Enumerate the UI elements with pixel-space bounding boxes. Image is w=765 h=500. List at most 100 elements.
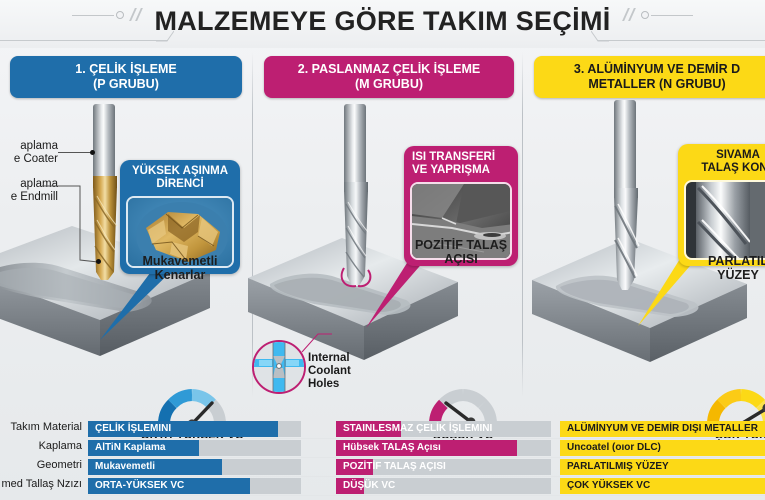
tab-line-1: 3. ALÜMİNYUM VE DEMİR D xyxy=(573,62,741,76)
circle-icon xyxy=(116,11,124,19)
leader-line-1: aplama xyxy=(20,140,58,152)
comparison-table-rows: Takım Material ÇELİK İŞLEMINI STAINLESMAZ … xyxy=(0,420,765,496)
leader-line-coater xyxy=(58,152,92,153)
table-cell-track: STAINLESMAZ ÇELİK İŞLEMINI xyxy=(336,421,551,437)
callout-title: ISI TRANSFERİ VE YAPRIŞMA xyxy=(404,146,518,182)
coolant-holes-circle xyxy=(252,340,306,394)
leader-line-2: e Endmill xyxy=(10,191,58,203)
table-cell-bar xyxy=(336,421,401,437)
table-row-label: Geometri xyxy=(36,459,82,471)
callout-title-line-2: TALAŞ KONT xyxy=(701,162,765,174)
header-bevel-left-icon xyxy=(156,30,174,42)
table-cell-bar xyxy=(88,421,278,437)
callout-title-line-1: YÜKSEK AŞINMA xyxy=(131,165,229,177)
table-cell-label: STAINLESMAZ ÇELİK İŞLEMINI xyxy=(343,423,493,434)
callout-sublabel-strong-edges: Mukavemetli Kenarlar xyxy=(120,254,240,282)
leader-line-endmill xyxy=(42,185,99,263)
callout-image-chip-adhesion xyxy=(410,182,512,260)
tool-flutes-steel xyxy=(93,176,118,280)
panel-tab-stainless[interactable]: 2. PASLANMAZ ÇELİK İŞLEME (M GRUBU) xyxy=(264,56,514,98)
table-row: Takım Material ÇELİK İŞLEMINI STAINLESMAZ … xyxy=(0,420,765,439)
table-cell-label: POZİTİF TALAŞ AÇISI xyxy=(343,461,446,472)
leader-dot-endmill xyxy=(96,259,101,264)
panel-aluminium: 3. ALÜMİNYUM VE DEMİR D METALLER (N GRUB… xyxy=(526,48,765,442)
table-row-separator xyxy=(88,476,765,477)
leader-label-coating-coater: aplama e Coater xyxy=(0,140,58,166)
coolant-label-line-2: Coolant xyxy=(308,365,351,377)
table-row-label: Takım Material xyxy=(10,421,82,433)
coolant-leader-line xyxy=(301,333,332,353)
table-cell-bar xyxy=(560,478,765,494)
table-cell-track: ALÜMİNYUM VE DEMİR DIŞI METALLER xyxy=(560,421,765,437)
coolant-label-line-1: Internal xyxy=(308,352,350,364)
sublabel-line-1: PARLATIL xyxy=(708,254,765,268)
panel-tab-steel[interactable]: 1. ÇELİK İŞLEME (P GRUBU) xyxy=(10,56,242,98)
table-cell-bar xyxy=(336,459,373,475)
table-cell-label: AlTiN Kaplama xyxy=(95,442,166,453)
table-cell-bar xyxy=(560,459,765,475)
table-cell-label: ORTA-YÜKSEK VC xyxy=(95,480,185,491)
panel-steel: 1. ÇELİK İŞLEME (P GRUBU) xyxy=(0,48,252,442)
table-row-separator xyxy=(88,457,765,458)
callout-title-line-1: SIVAMA xyxy=(716,149,760,161)
panel-tab-aluminium[interactable]: 3. ALÜMİNYUM VE DEMİR D METALLER (N GRUB… xyxy=(534,56,765,98)
callout-sublabel-positive-rake: POZİTİF TALAŞ AÇISI xyxy=(404,238,518,266)
header: MALZEMEYE GÖRE TAKIM SEÇİMİ xyxy=(0,0,765,48)
sublabel-line-1: POZİTİF TALAŞ xyxy=(414,238,508,252)
tool-shank-aluminium xyxy=(614,100,636,192)
table-cell-track: DÜŞÜK VC xyxy=(336,478,551,494)
tool-flutes-aluminium xyxy=(614,188,640,290)
table-cell-label: ALÜMİNYUM VE DEMİR DIŞI METALLER xyxy=(567,423,758,434)
sublabel-line-2: AÇISI xyxy=(444,252,478,266)
tab-line-2: METALLER (N GRUBU) xyxy=(588,77,726,91)
callout-title: YÜKSEK AŞINMA DİRENCİ xyxy=(120,160,240,196)
decoration-line xyxy=(72,15,114,16)
table-row: Kaplama AlTiN Kaplama Hübsek TALAŞ Açısı Un… xyxy=(0,439,765,458)
callout-title: SIVAMA TALAŞ KONT xyxy=(678,144,765,180)
comparison-table-header: TEKNİK KARŞILAŞTIRMA xyxy=(0,400,765,422)
tab-line-2: (P GRUBU) xyxy=(93,77,159,91)
table-cell-track: POZİTİF TALAŞ AÇISI xyxy=(336,459,551,475)
table-row-label: Kaplama xyxy=(38,440,82,452)
table-row: Geometri Mukavemetli POZİTİF TALAŞ AÇISI PA… xyxy=(0,458,765,477)
callout-heat-transfer: ISI TRANSFERİ VE YAPRIŞMA xyxy=(404,146,518,266)
table-cell-bar xyxy=(88,459,223,475)
table-cell-bar xyxy=(336,440,517,456)
table-cell-label: ÇELİK İŞLEMINI xyxy=(95,423,172,434)
leader-line-1: aplama xyxy=(20,178,58,190)
callout-title-line-2: DİRENCİ xyxy=(156,178,204,190)
table-cell-track: ORTA-YÜKSEK VC xyxy=(88,478,301,494)
header-bevel-right-icon xyxy=(591,30,609,42)
table-cell-label: PARLATILMIŞ YÜZEY xyxy=(567,461,669,472)
callout-sublabel-polished-surface: PARLATIL YÜZEY xyxy=(678,254,765,282)
table-cell-label: Uncoatel (oıor DLC) xyxy=(567,442,661,453)
sublabel-line-2: YÜZEY xyxy=(717,268,759,282)
tab-line-1: 2. PASLANMAZ ÇELİK İŞLEME xyxy=(297,62,481,76)
table-cell-label: Mukavemetli xyxy=(95,461,156,472)
table-cell-track: AlTiN Kaplama xyxy=(88,440,301,456)
table-cell-track: Uncoatel (oıor DLC) xyxy=(560,440,765,456)
table-row-label: med Tallaş Nzızı xyxy=(1,478,83,490)
table-cell-bar xyxy=(560,440,765,456)
tab-line-2: (M GRUBU) xyxy=(354,77,424,91)
tool-shank-stainless xyxy=(344,104,366,186)
tab-line-1: 1. ÇELİK İŞLEME xyxy=(75,62,177,76)
callout-image-gold-endmill-tip xyxy=(126,196,234,268)
table-cell-track: PARLATILMIŞ YÜZEY xyxy=(560,459,765,475)
table-cell-label: DÜŞÜK VC xyxy=(343,480,396,491)
table-cell-bar xyxy=(88,478,250,494)
table-cell-track: ÇELİK İŞLEMINI xyxy=(88,421,301,437)
coolant-label-line-3: Holes xyxy=(308,378,340,390)
leader-line-2: e Coater xyxy=(13,153,58,165)
sublabel-line-2: Kenarlar xyxy=(154,268,206,282)
callout-polished-flute: SIVAMA TALAŞ KONT xyxy=(678,144,765,266)
header-rule-right xyxy=(597,40,765,41)
callout-wear-resistance: YÜKSEK AŞINMA DİRENCİ xyxy=(120,160,240,274)
table-cell-track: Hübsek TALAŞ Açısı xyxy=(336,440,551,456)
panel-divider-2 xyxy=(522,52,523,397)
table-row-separator xyxy=(88,495,765,496)
panel-divider-1 xyxy=(252,52,253,397)
panel-stainless: 2. PASLANMAZ ÇELİK İŞLEME (M GRUBU) xyxy=(248,48,522,442)
header-rule-left xyxy=(0,40,168,41)
